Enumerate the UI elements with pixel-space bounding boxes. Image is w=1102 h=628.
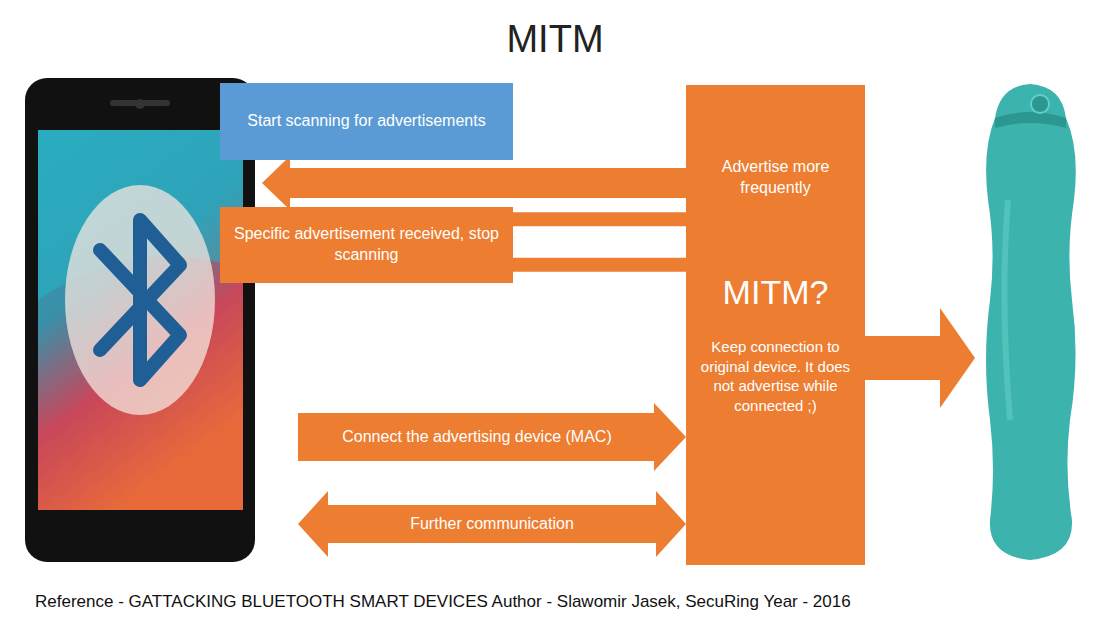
arrow-fill bbox=[298, 491, 686, 557]
box-text: Specific advertisement received, stop sc… bbox=[232, 224, 501, 266]
scan-arrow bbox=[262, 156, 686, 210]
arrow-fill bbox=[298, 403, 686, 471]
box-text: Connect the advertising device (MAC) bbox=[342, 427, 611, 448]
double-arrow-shape: Further communication bbox=[298, 491, 686, 557]
process-box: Start scanning for advertisements bbox=[220, 83, 513, 160]
diagram-title: MITM bbox=[0, 18, 1102, 61]
box-text: Start scanning for advertisements bbox=[247, 111, 485, 132]
box-text: Further communication bbox=[410, 514, 574, 535]
bottle-illustration bbox=[986, 84, 1076, 560]
device-arrow bbox=[865, 308, 975, 408]
box-text: Keep connection to original device. It d… bbox=[694, 337, 857, 415]
process-box: Specific advertisement received, stop sc… bbox=[220, 207, 513, 283]
connector-band bbox=[513, 219, 686, 265]
arrow-shape: Connect the advertising device (MAC) bbox=[298, 403, 686, 471]
box-text: Advertise more frequently bbox=[694, 157, 857, 199]
attack-label: MITM? bbox=[694, 270, 857, 314]
attacker-box: Advertise more frequentlyMITM? Keep conne… bbox=[686, 85, 865, 565]
caption: Reference - GATTACKING BLUETOOTH SMART D… bbox=[35, 592, 851, 612]
